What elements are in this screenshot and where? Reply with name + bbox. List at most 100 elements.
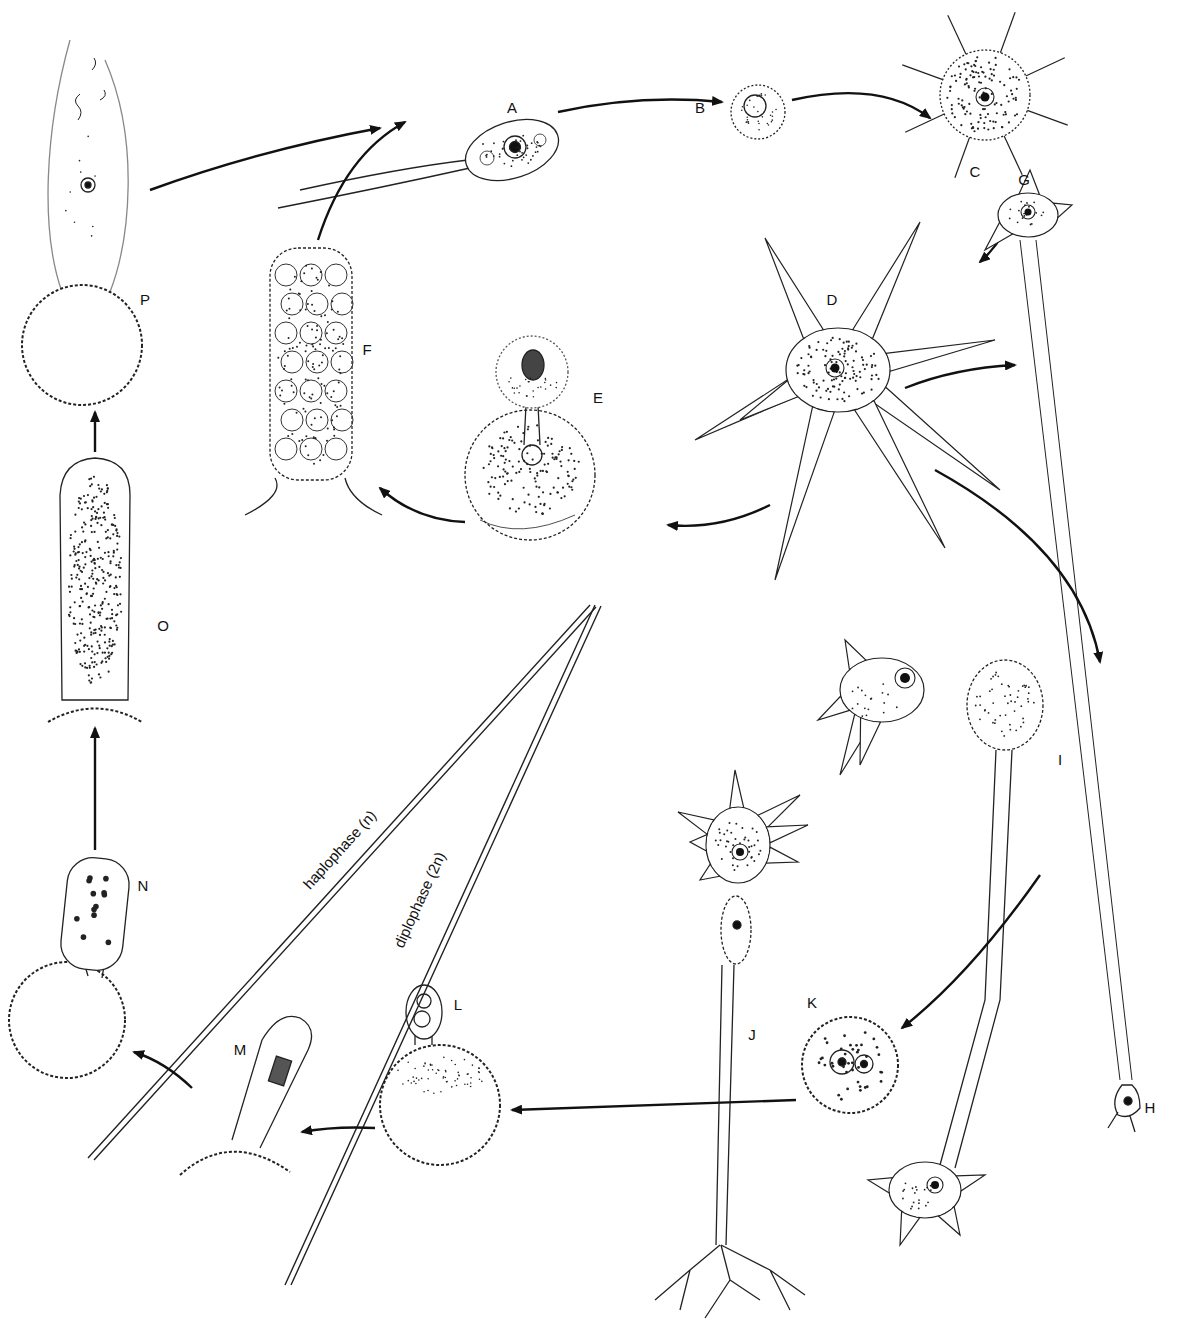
stipple-dot (89, 627, 91, 629)
stipple-dot (113, 514, 115, 516)
stipple-dot (499, 495, 501, 497)
stipple-dot (96, 640, 98, 642)
stipple-dot (555, 458, 557, 460)
stipple-dot (859, 371, 861, 373)
stipple-dot (301, 439, 303, 441)
stipple-dot (843, 391, 845, 393)
pseudopod (695, 380, 797, 440)
stipple-dot (74, 514, 76, 516)
stage-letter: G (1018, 172, 1030, 189)
pseudopod-join (758, 818, 764, 827)
stipple-dot (328, 347, 330, 349)
stipple-dot (71, 578, 73, 580)
stipple-dot (95, 496, 97, 498)
stipple-dot (532, 458, 534, 460)
stipple-dot (518, 461, 520, 463)
stipple-dot (91, 483, 93, 485)
stipple-dot (321, 361, 323, 363)
stipple-dot (816, 349, 818, 351)
stipple-dot (317, 279, 319, 281)
stipple-dot (101, 569, 103, 571)
stipple-dot (289, 288, 291, 290)
stipple-dot (73, 550, 75, 552)
stipple-dot (558, 453, 560, 455)
stipple-dot (75, 577, 77, 579)
stipple-dot (966, 62, 968, 64)
stipple-dot (316, 329, 318, 331)
stipple-dot (411, 1082, 413, 1084)
stipple-dot (527, 426, 529, 428)
stipple-dot (775, 109, 777, 111)
stipple-dot (844, 377, 846, 379)
stipple-dot (338, 382, 340, 384)
stipple-dot (833, 378, 835, 380)
stipple-dot (100, 557, 102, 559)
stipple-dot (979, 718, 981, 720)
stipple-dot (870, 698, 872, 700)
stipple-dot (520, 468, 522, 470)
stipple-dot (79, 605, 81, 607)
stipple-dot (90, 478, 92, 480)
stipple-dot (93, 629, 95, 631)
stage-letter: A (507, 100, 517, 117)
pseudopod-join (891, 1180, 894, 1192)
stipple-dot (830, 339, 832, 341)
stipple-dot (987, 128, 989, 130)
stipple-dot (831, 379, 833, 381)
stipple-dot (852, 377, 854, 379)
stage-letter: H (1145, 1100, 1156, 1117)
stipple-dot (843, 342, 845, 344)
stipple-dot (70, 574, 72, 576)
stipple-dot (307, 454, 309, 456)
stipple-dot (864, 1086, 867, 1089)
stipple-dot (94, 175, 96, 177)
stipple-dot (549, 493, 551, 495)
stipple-dot (847, 347, 849, 349)
stipple-dot (85, 593, 87, 595)
stipple-dot (537, 387, 539, 389)
stipple-dot (912, 1187, 914, 1189)
stipple-dot (529, 471, 531, 473)
stipple-dot (79, 623, 81, 625)
stipple-dot (111, 523, 113, 525)
cycle-arrow (302, 1128, 375, 1133)
stipple-dot (504, 483, 506, 485)
stipple-dot (975, 71, 977, 73)
stipple-dot (491, 447, 493, 449)
stipple-dot (490, 486, 492, 488)
stipple-dot (992, 702, 994, 704)
stipple-dot (818, 386, 820, 388)
stipple-dot (841, 348, 843, 350)
stipple-dot (303, 392, 305, 394)
stipple-dot (111, 617, 113, 619)
stipple-dot (502, 475, 504, 477)
stipple-dot (107, 488, 109, 490)
spine (1004, 136, 1022, 175)
stipple-dot (848, 395, 850, 397)
stipple-dot (100, 662, 102, 664)
stipple-dot (111, 524, 113, 526)
stipple-dot (310, 398, 312, 400)
stipple-dot (758, 123, 760, 125)
pseudopod (775, 407, 834, 580)
stipple-dot (523, 156, 525, 158)
stipple-dot (305, 308, 307, 310)
stipple-dot (99, 634, 101, 636)
stipple-dot (91, 595, 93, 597)
stipple-dot (281, 390, 283, 392)
stipple-dot (1001, 730, 1003, 732)
stipple-dot (78, 551, 80, 553)
stipple-dot (831, 355, 833, 357)
stipple-dot (106, 940, 112, 946)
stipple-dot (478, 1067, 480, 1069)
stipple-dot (93, 562, 95, 564)
stipple-dot (107, 487, 109, 489)
stipple-dot (116, 593, 118, 595)
stipple-dot (100, 490, 102, 492)
pseudopod-join (854, 332, 869, 339)
stipple-dot (561, 446, 563, 448)
stipple-dot (509, 148, 511, 150)
stipple-dot (288, 308, 290, 310)
stipple-dot (304, 411, 306, 413)
stipple-dot (94, 632, 96, 634)
